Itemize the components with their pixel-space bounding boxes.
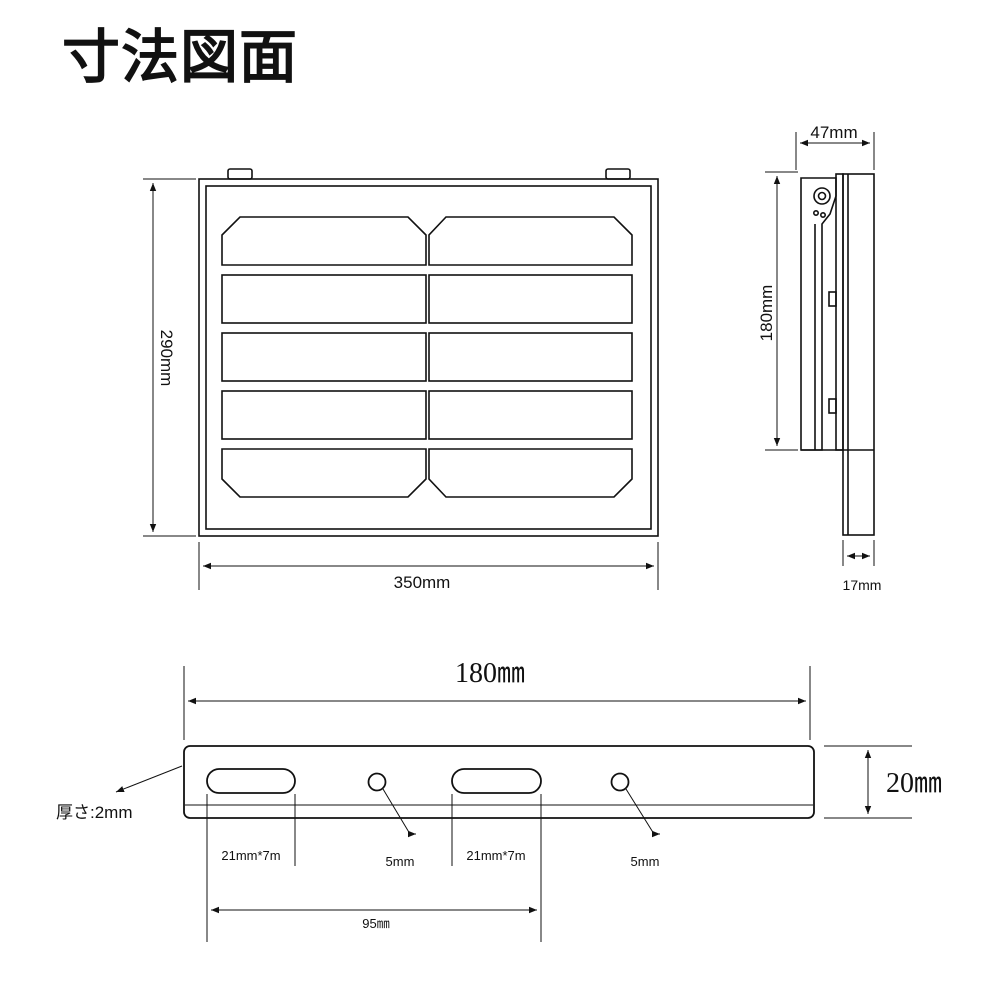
side-width-label: 47mm	[810, 123, 857, 142]
front-width-label: 350mm	[394, 573, 451, 592]
slot-hole-left	[206, 768, 296, 794]
side-view-dimensions	[765, 132, 875, 566]
front-view	[198, 168, 659, 537]
bracket-thickness-label: 厚さ:2mm	[56, 803, 133, 822]
thickness-leader	[115, 765, 183, 793]
side-height-label: 180mm	[757, 285, 776, 342]
slot-r2-right	[428, 274, 633, 324]
hole-left-leader	[382, 788, 416, 838]
bracket-dimensions	[115, 666, 912, 942]
front-height-label: 290mm	[157, 330, 176, 387]
slot-r5-right	[428, 448, 633, 498]
spacing-label: 95㎜	[362, 916, 389, 931]
hinge-tab-left	[227, 168, 253, 180]
slot-r1-right	[428, 216, 633, 266]
slot-r2-left	[221, 274, 427, 324]
bracket-length-label: 180㎜	[455, 658, 525, 689]
bracket-plate	[183, 745, 815, 819]
side-tab-lower	[828, 398, 837, 414]
bracket-height-label: 20㎜	[886, 768, 942, 799]
slot-left-label: 21mm*7m	[221, 848, 280, 863]
slot-r3-left	[221, 332, 427, 382]
hinge-pivot-outer	[813, 187, 831, 205]
side-tab-upper	[828, 291, 837, 307]
slot-r5-left	[221, 448, 427, 498]
side-bracket-arm	[800, 177, 837, 451]
hole-right-label: 5mm	[631, 854, 660, 869]
hinge-tab-right	[605, 168, 631, 180]
slot-r1-left	[221, 216, 427, 266]
round-hole-right	[610, 772, 630, 792]
bracket-view	[183, 745, 815, 819]
side-view	[800, 173, 875, 536]
hinge-pivot-inner	[817, 191, 827, 201]
outer-frame	[198, 178, 659, 537]
inner-frame	[205, 185, 652, 530]
page-title: 寸法図面	[62, 23, 299, 91]
slot-right-label: 21mm*7m	[466, 848, 525, 863]
round-hole-left	[367, 772, 387, 792]
front-view-dimensions	[143, 178, 659, 590]
side-depth-label: 17mm	[843, 577, 882, 593]
hole-right-leader	[625, 788, 660, 838]
hole-left-label: 5mm	[386, 854, 415, 869]
slot-r3-right	[428, 332, 633, 382]
slot-r4-left	[221, 390, 427, 440]
slot-hole-right	[451, 768, 542, 794]
slot-r4-right	[428, 390, 633, 440]
